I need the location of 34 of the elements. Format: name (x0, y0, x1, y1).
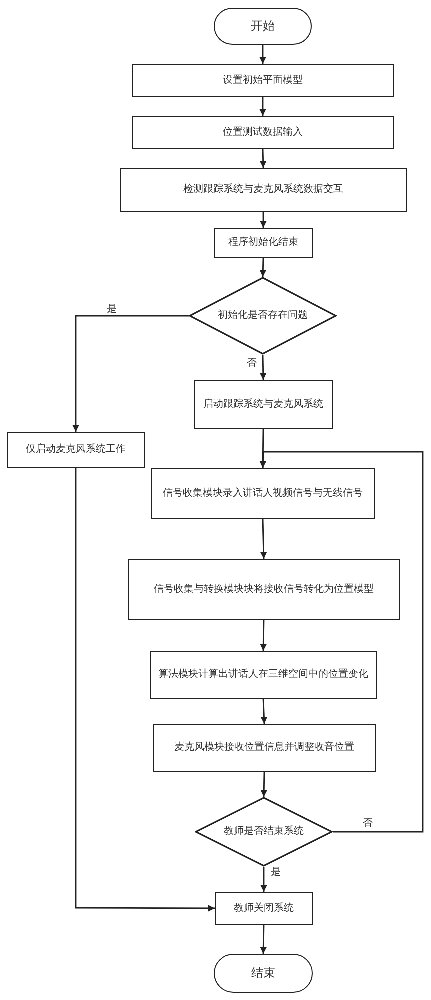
arrow (260, 212, 267, 228)
edge-label: 否 (362, 818, 374, 829)
arrow (260, 518, 268, 560)
arrow (260, 354, 267, 380)
process-box: 程序初始化结束 (214, 228, 313, 258)
decision-diamond: 教师是否结束系统 (195, 797, 333, 867)
decision-diamond: 初始化是否存在问题 (189, 277, 337, 355)
arrow (260, 258, 267, 278)
process-box: 检测跟踪系统与麦克风系统数据交互 (120, 168, 407, 212)
arrow (260, 772, 268, 798)
process-box: 启动跟踪系统与麦克风系统 (194, 380, 333, 429)
edge-label: 否 (246, 358, 258, 369)
process-box: 信号收集模块录入讲话人视频信号与无线信号 (151, 468, 375, 519)
edge-label: 是 (270, 867, 282, 878)
process-box: 设置初始平面模型 (132, 64, 394, 97)
edge-label: 是 (106, 304, 118, 315)
process-box: 教师关闭系统 (215, 892, 313, 925)
arrow (260, 698, 268, 724)
arrow (260, 451, 424, 833)
process-box: 仅启动麦克风系统工作 (7, 432, 145, 468)
arrow (260, 867, 268, 892)
terminator: 结束 (214, 954, 313, 993)
arrow (75, 468, 215, 912)
arrow (260, 45, 266, 64)
process-box: 位置测试数据输入 (132, 116, 394, 149)
terminator: 开始 (214, 8, 312, 45)
arrow (260, 97, 266, 116)
process-box: 信号收集与转换模块块将接收信号转化为位置模型 (128, 559, 400, 620)
process-box: 算法模块计算出讲话人在三维空间中的位置变化 (150, 651, 377, 699)
arrow (72, 315, 189, 432)
arrow (260, 148, 267, 168)
arrow (260, 924, 268, 954)
process-box: 麦克风模块接收位置信息并调整收音位置 (153, 724, 376, 772)
arrow (260, 620, 268, 652)
